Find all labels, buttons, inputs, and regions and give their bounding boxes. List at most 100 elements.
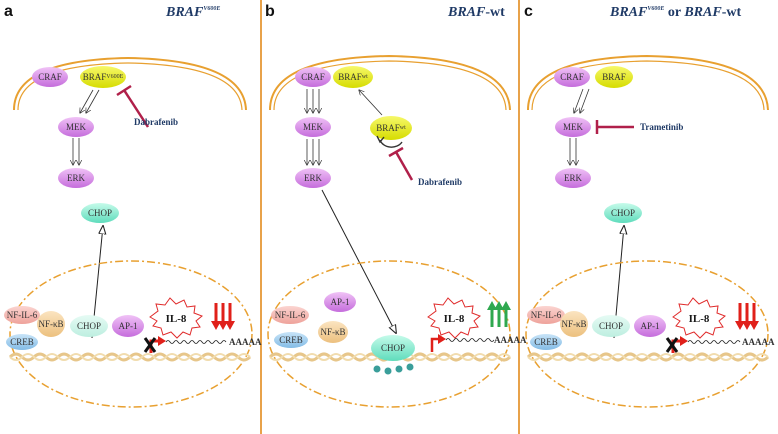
dabrafenib-label: Dabrafenib (134, 117, 178, 127)
poly-a-label: AAAAA (742, 337, 775, 347)
nucleus (267, 260, 511, 408)
craf-label: CRAF (301, 72, 325, 82)
nucleus (525, 260, 769, 408)
panel-b: b BRAF-wt CRAF BRAFwt MEK ERK (265, 3, 527, 408)
il8-label: IL-8 (689, 313, 710, 325)
il8-starburst: IL-8 (149, 297, 203, 339)
trametinib-inhibitor: Trametinib (595, 120, 683, 134)
chop-nucleus-node: CHOP (70, 315, 108, 337)
panel-title: BRAFV600E (165, 5, 220, 20)
craf-label: CRAF (38, 72, 62, 82)
nf-kb-label: NF-κB (38, 319, 63, 329)
dabrafenib-inhibitor: Dabrafenib (388, 146, 462, 187)
nf-kb-label: NF-κB (320, 327, 345, 337)
dna-binding-dots (373, 363, 414, 375)
nf-kb-node: NF-κB (560, 311, 588, 337)
nf-kb-node: NF-κB (318, 321, 348, 343)
chop-nucleus-label: CHOP (599, 321, 623, 331)
nf-il6-label: NF-IL-6 (531, 310, 562, 320)
panel-c: c BRAFV600E or BRAF-wt CRAF BRAF MEK Tra… (524, 3, 775, 408)
mek-label: MEK (66, 122, 87, 132)
il8-starburst: IL-8 (672, 297, 726, 339)
craf-label: CRAF (560, 72, 584, 82)
active-promoter-icon (430, 334, 446, 352)
panel-title: BRAFV600E or BRAF-wt (609, 5, 741, 20)
braf-node: BRAFV600E (80, 66, 126, 88)
craf-node: CRAF (32, 67, 68, 87)
braf-label: BRAFV600E (83, 72, 124, 82)
panel-letter: a (4, 3, 13, 20)
braf-label: BRAF (602, 72, 626, 82)
nf-il6-label: NF-IL-6 (7, 310, 38, 320)
cell-membrane (527, 54, 769, 111)
nucleus (9, 260, 253, 408)
panel-letter: b (265, 3, 275, 20)
erk-node: ERK (295, 168, 331, 188)
erk-label: ERK (304, 173, 323, 183)
mrna-strand (165, 340, 227, 344)
braf-cytoplasm-label: BRAFwt (376, 123, 406, 133)
dabrafenib-label: Dabrafenib (418, 177, 462, 187)
creb-node: CREB (274, 332, 308, 348)
trametinib-label: Trametinib (640, 122, 683, 132)
creb-node: CREB (6, 334, 38, 350)
ap1-label: AP-1 (640, 321, 659, 331)
il8-label: IL-8 (444, 313, 465, 325)
nf-il6-node: NF-IL-6 (271, 306, 309, 324)
mek-node: MEK (58, 117, 94, 137)
erk-node: ERK (58, 168, 94, 188)
il8-starburst: IL-8 (427, 297, 481, 339)
il8-down-arrows-icon (735, 303, 759, 330)
braf-self-loop-icon (379, 139, 403, 148)
braf-node: BRAF (595, 66, 633, 88)
braf-cytoplasm-node: BRAFwt (370, 116, 412, 140)
ap1-node: AP-1 (634, 315, 666, 337)
ap1-node: AP-1 (112, 315, 144, 337)
mek-label: MEK (303, 122, 324, 132)
braf-membrane-node: BRAFwt (333, 66, 373, 88)
il8-label: IL-8 (166, 313, 187, 325)
chop-nucleus-label: CHOP (381, 343, 405, 353)
erk-label: ERK (564, 173, 583, 183)
ap1-label: AP-1 (330, 297, 349, 307)
chop-nucleus-node: CHOP (592, 315, 630, 337)
blocked-promoter-icon (665, 336, 688, 353)
nf-kb-label: NF-κB (561, 319, 586, 329)
dabrafenib-inhibitor: Dabrafenib (116, 84, 178, 128)
mrna-strand (687, 340, 741, 344)
cell-membrane (13, 56, 247, 111)
mek-node: MEK (295, 117, 331, 137)
panel-letter: c (524, 3, 533, 20)
poly-a-label: AAAAA (494, 335, 527, 345)
chop-cytoplasm-node: CHOP (604, 203, 642, 223)
craf-node: CRAF (554, 67, 590, 87)
il8-up-arrows-icon (487, 301, 511, 327)
erk-label: ERK (67, 173, 86, 183)
cell-membrane (269, 54, 511, 111)
nf-kb-node: NF-κB (37, 311, 65, 337)
chop-cytoplasm-label: CHOP (88, 208, 112, 218)
chop-cytoplasm-label: CHOP (611, 208, 635, 218)
panel-title: BRAF-wt (447, 5, 505, 20)
panel-a: a BRAFV600E CRAF BRAFV600E Dabrafenib (4, 3, 262, 408)
nf-il6-label: NF-IL-6 (275, 310, 306, 320)
craf-node: CRAF (295, 67, 331, 87)
il8-down-arrows-icon (211, 303, 235, 330)
chop-nucleus-node: CHOP (371, 335, 415, 361)
creb-label: CREB (534, 337, 558, 347)
nf-il6-node: NF-IL-6 (4, 306, 40, 324)
blocked-promoter-icon (143, 336, 166, 353)
creb-label: CREB (279, 335, 303, 345)
ap1-label: AP-1 (118, 321, 137, 331)
chop-cytoplasm-node: CHOP (81, 203, 119, 223)
creb-node: CREB (530, 334, 562, 350)
nf-il6-node: NF-IL-6 (527, 306, 565, 324)
mrna-strand (445, 338, 495, 342)
chop-nucleus-label: CHOP (77, 321, 101, 331)
mek-node: MEK (555, 117, 591, 137)
mek-label: MEK (563, 122, 584, 132)
erk-node: ERK (555, 168, 591, 188)
braf-membrane-label: BRAFwt (338, 72, 368, 82)
creb-label: CREB (10, 337, 34, 347)
